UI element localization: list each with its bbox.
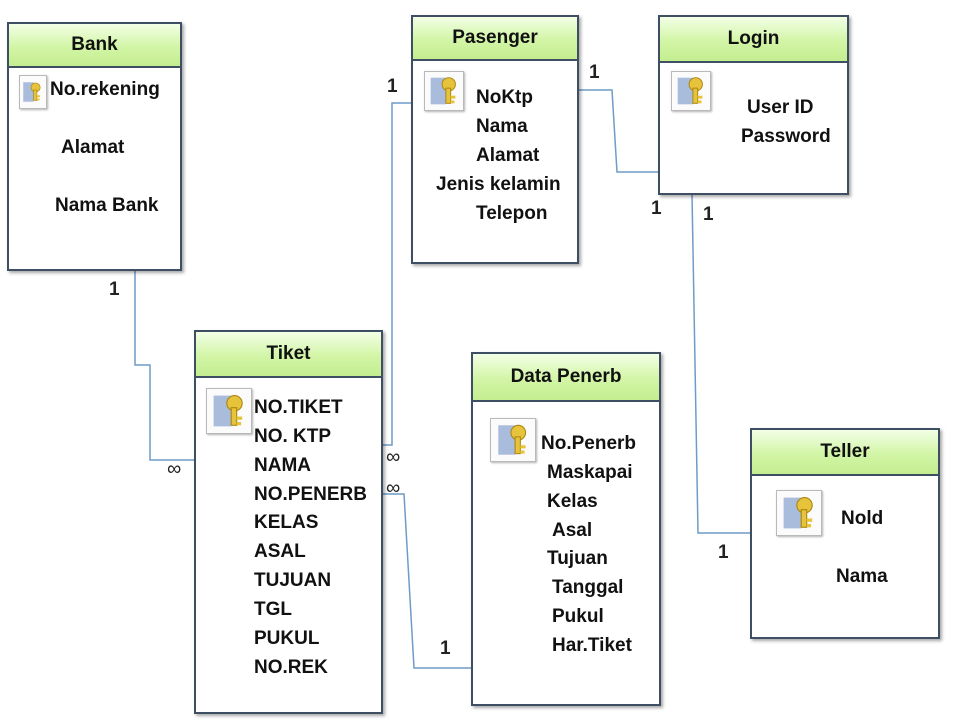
cardinality-teller-login-one: 1 <box>718 542 729 563</box>
login-attr-user-id: User ID <box>747 97 814 118</box>
pasenger-tiket-connector <box>382 102 413 446</box>
penerb-attr-no-penerb: No.Penerb <box>541 433 637 454</box>
teller-entity[interactable]: Teller Nold Nama <box>750 428 940 639</box>
key-icon <box>206 388 252 434</box>
pasenger-attr-alamat: Alamat <box>476 145 540 166</box>
teller-attr-nold: Nold <box>841 508 884 529</box>
bank-attr-nama-bank: Nama Bank <box>55 195 159 216</box>
penerb-attr-har-tiket: Har.Tiket <box>552 635 632 656</box>
bank-header: Bank <box>9 24 180 68</box>
penerb-attr-tanggal: Tanggal <box>552 577 624 598</box>
pasenger-attr-noktp: NoKtp <box>476 87 533 108</box>
tiket-attr-pukul: PUKUL <box>254 628 320 649</box>
teller-attr-nama: Nama <box>836 566 888 587</box>
login-teller-connector <box>691 193 752 534</box>
pasenger-attr-telepon: Telepon <box>476 203 548 224</box>
penerb-attr-kelas: Kelas <box>547 491 598 512</box>
key-icon <box>19 75 47 109</box>
login-attr-password: Password <box>741 126 831 147</box>
penerb-attr-asal: Asal <box>552 520 593 541</box>
bank-attr-no-rekening: No.rekening <box>50 79 160 100</box>
tiket-attr-tujuan: TUJUAN <box>254 570 332 591</box>
tiket-attr-tgl: TGL <box>254 599 292 620</box>
tiket-attr-no-penerb: NO.PENERB <box>254 484 367 505</box>
data-penerb-entity[interactable]: Data Penerb No.Penerb Maskapai Kelas Asa… <box>471 352 661 706</box>
penerb-attr-tujuan: Tujuan <box>547 548 608 569</box>
data-penerb-header: Data Penerb <box>473 354 659 402</box>
cardinality-login-teller-one: 1 <box>703 204 714 225</box>
pasenger-entity[interactable]: Pasenger NoKtp Nama Alamat Jenis kelamin… <box>411 15 579 264</box>
tiket-attr-no-rek: NO.REK <box>254 657 328 678</box>
login-entity[interactable]: Login User ID Password <box>658 15 849 195</box>
pasenger-login-connector <box>578 89 660 173</box>
cardinality-bank-tiket-one: 1 <box>109 279 120 300</box>
key-icon <box>671 71 711 111</box>
tiket-attr-no-ktp: NO. KTP <box>254 426 332 447</box>
bank-attr-alamat: Alamat <box>61 137 125 158</box>
key-icon <box>424 71 464 111</box>
teller-header: Teller <box>752 430 938 476</box>
tiket-penerb-connector <box>382 493 473 669</box>
bank-tiket-connector <box>134 270 196 461</box>
cardinality-login-pasenger-one: 1 <box>651 198 662 219</box>
cardinality-pasenger-tiket-many: ∞ <box>386 446 401 468</box>
tiket-attr-nama: NAMA <box>254 455 311 476</box>
cardinality-pasenger-tiket-one: 1 <box>387 76 398 97</box>
key-icon <box>776 490 822 536</box>
cardinality-bank-tiket-many: ∞ <box>167 458 182 480</box>
penerb-attr-pukul: Pukul <box>552 606 604 627</box>
tiket-attr-asal: ASAL <box>254 541 306 562</box>
cardinality-tiket-penerb-one: 1 <box>440 638 451 659</box>
pasenger-attr-jenis-kelamin: Jenis kelamin <box>436 174 561 195</box>
tiket-entity[interactable]: Tiket NO.TIKET NO. KTP NAMA NO.PENERB KE… <box>194 330 383 714</box>
penerb-attr-maskapai: Maskapai <box>547 462 633 483</box>
bank-entity[interactable]: Bank No.rekening Alamat Nama Bank <box>7 22 182 271</box>
key-icon <box>490 418 536 462</box>
login-header: Login <box>660 17 847 63</box>
cardinality-tiket-penerb-many: ∞ <box>386 477 401 499</box>
pasenger-attr-nama: Nama <box>476 116 528 137</box>
cardinality-pasenger-login-one: 1 <box>589 62 600 83</box>
tiket-header: Tiket <box>196 332 381 378</box>
tiket-attr-no-tiket: NO.TIKET <box>254 397 343 418</box>
pasenger-header: Pasenger <box>413 17 577 61</box>
tiket-attr-kelas: KELAS <box>254 512 319 533</box>
